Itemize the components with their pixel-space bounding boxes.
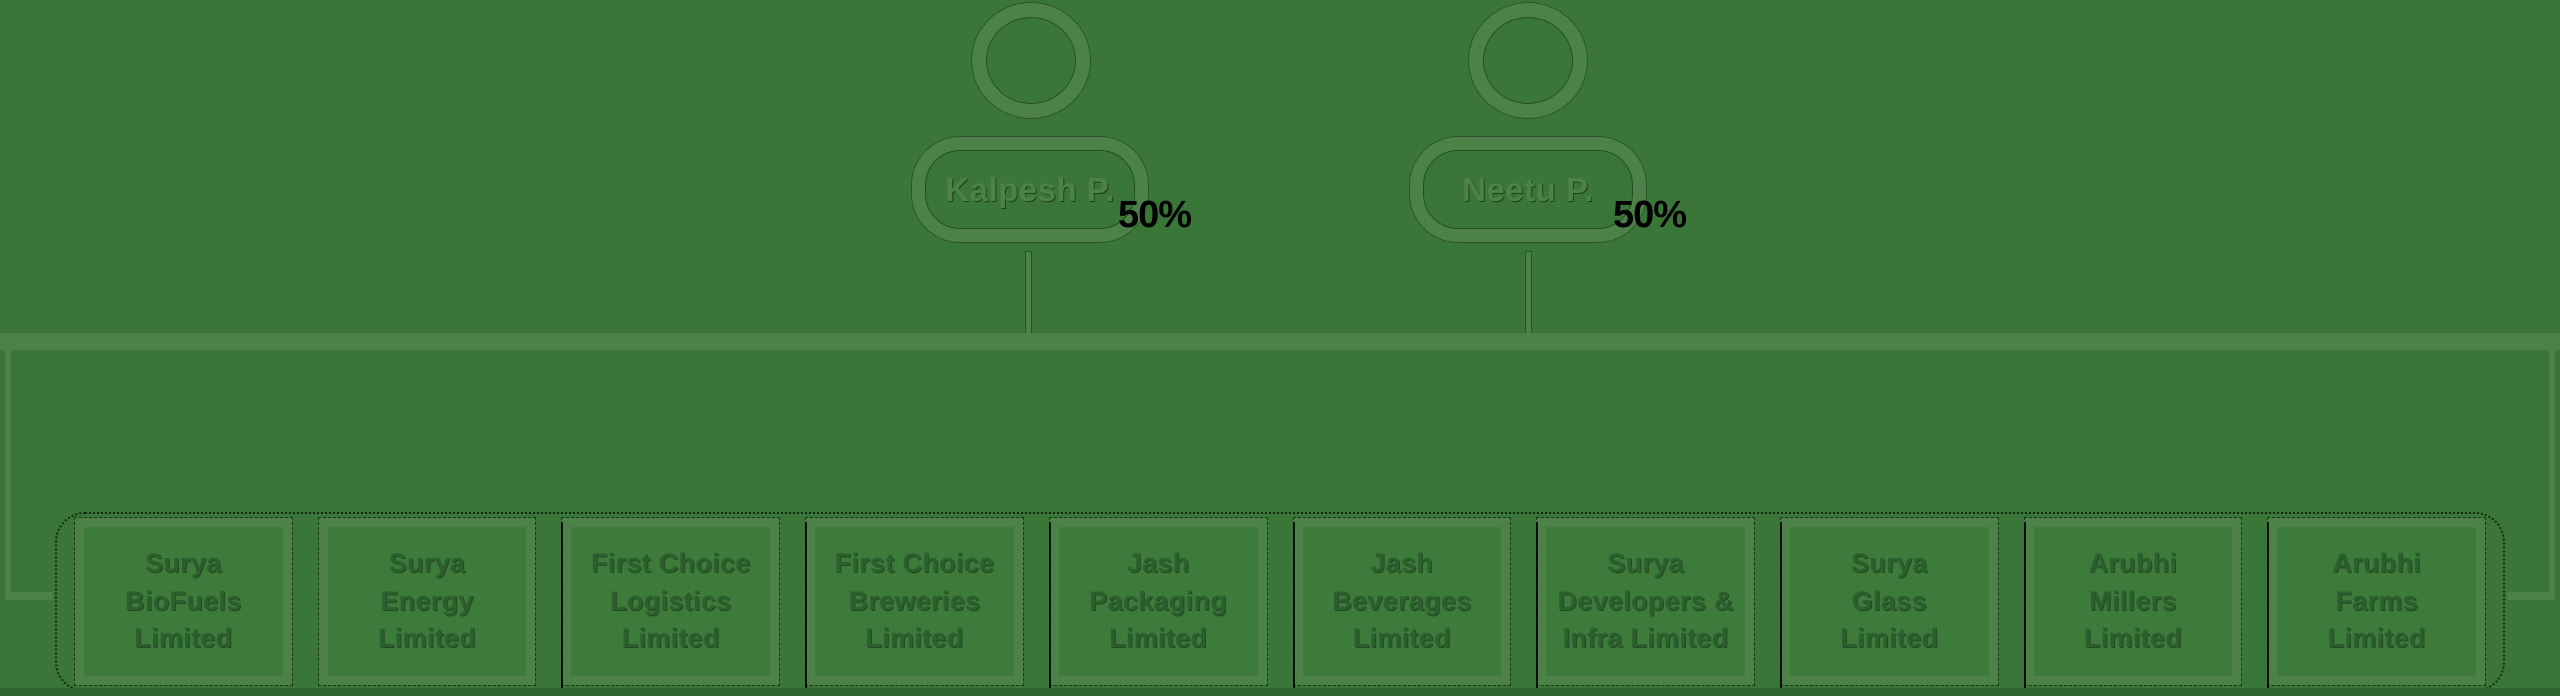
company-name-line: Limited [1352, 623, 1451, 654]
company-name-line: Surya [1607, 547, 1684, 578]
connector-right-elbow-vertical [2549, 350, 2555, 592]
person-icon [971, 2, 1091, 119]
connector-left-elbow-vertical [5, 350, 11, 592]
company-name-line: Millers [2089, 585, 2177, 616]
company-name-line: Surya [145, 547, 222, 578]
company-name-line: Limited [134, 623, 233, 654]
company-name-line: Limited [1840, 623, 1939, 654]
company-name-line: Limited [621, 623, 720, 654]
company-name-line: Jash [1126, 547, 1190, 578]
person-icon [1468, 2, 1588, 119]
company-name-line: Surya [1851, 547, 1928, 578]
company-name-line: Logistics [610, 585, 732, 616]
company-name-line: First Choice [834, 547, 995, 578]
ownership-percentage-label: 50% [1118, 194, 1192, 236]
company-name-line: Glass [1851, 585, 1927, 616]
company-name-line: Packaging [1089, 585, 1228, 616]
connector-trunk-line [0, 333, 2560, 350]
connector-owner1-drop [1026, 252, 1031, 334]
company-name-line: Limited [1109, 623, 1208, 654]
company-name-line: Energy [380, 585, 474, 616]
company-name-line: BioFuels [125, 585, 242, 616]
owner-name-label: Neetu P. [1462, 170, 1594, 208]
connector-left-elbow-horizontal [5, 592, 53, 600]
company-name-line: Limited [2083, 623, 2183, 654]
company-name-line: Limited [2327, 623, 2426, 654]
company-name-line: First Choice [590, 547, 751, 578]
person-body-shape: Kalpesh P. [911, 136, 1149, 243]
company-name-line: Breweries [848, 585, 981, 616]
company-name-line: Surya [388, 547, 466, 578]
connector-right-elbow-horizontal [2507, 592, 2555, 600]
company-name-line: Infra Limited [1562, 623, 1729, 654]
ownership-percentage-label: 50% [1613, 194, 1687, 236]
company-name-line: Farms [2335, 585, 2418, 616]
company-name-line: Limited [865, 623, 964, 654]
person-body-shape: Neetu P. [1409, 136, 1647, 243]
company-name-line: Developers & [1557, 585, 1734, 616]
company-name-line: Jash [1370, 547, 1434, 578]
company-name-line: Arubhi [2088, 547, 2178, 578]
company-name-line: Beverages [1332, 585, 1472, 616]
company-name-line: Arubhi [2332, 547, 2422, 578]
connector-owner2-drop [1526, 252, 1531, 334]
bottom-edge-strip [0, 688, 2560, 696]
company-name-line: Limited [378, 623, 477, 654]
owner-name-label: Kalpesh P. [945, 170, 1115, 208]
